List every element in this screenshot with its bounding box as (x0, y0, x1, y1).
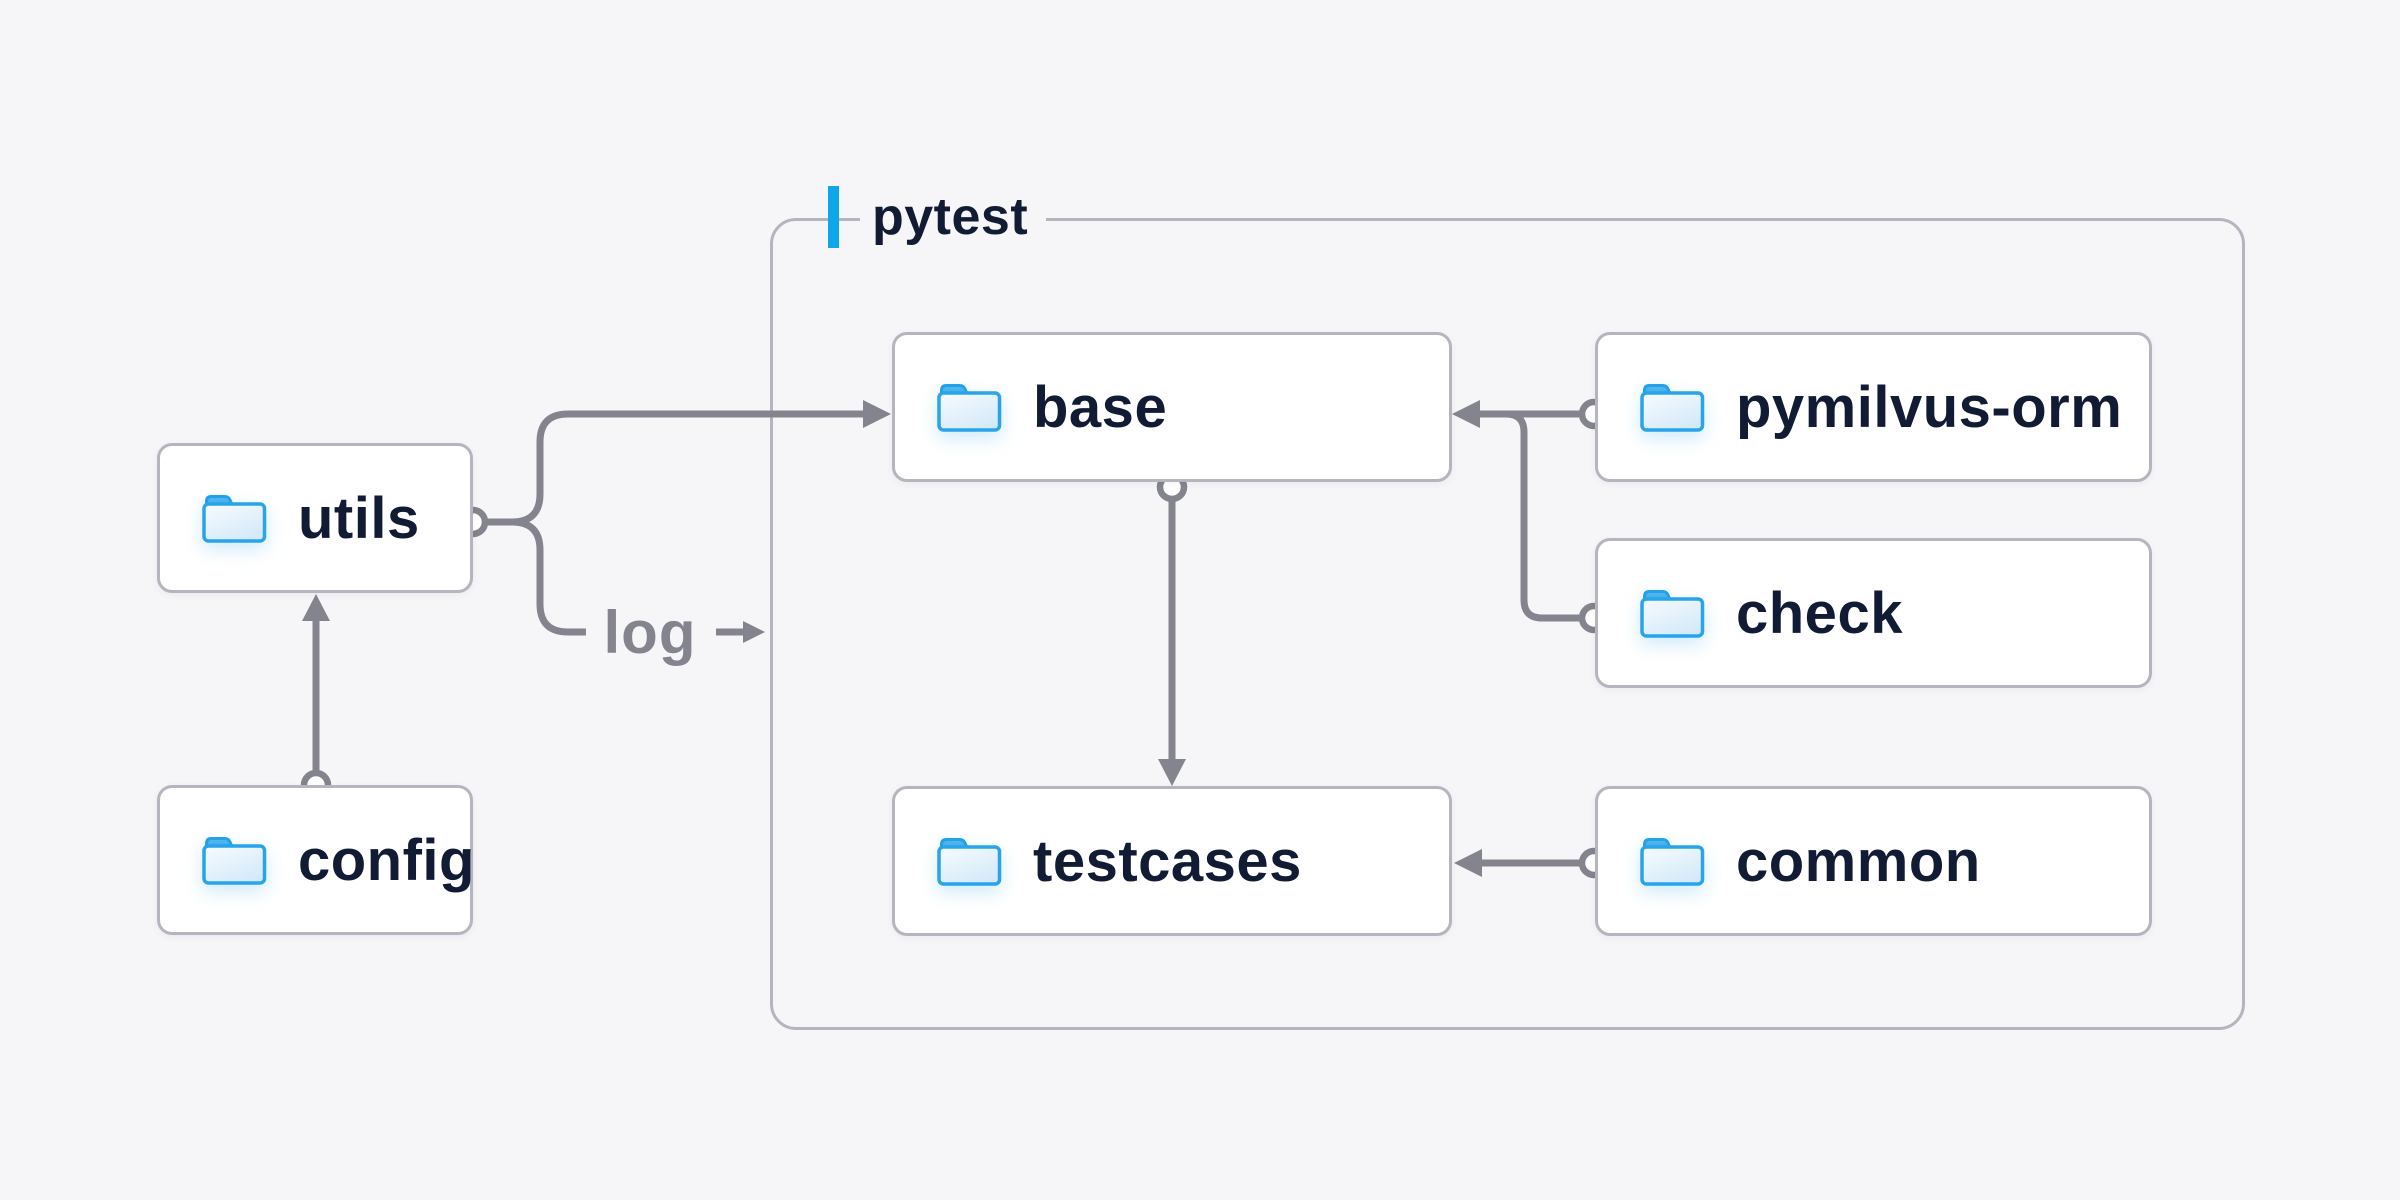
node-label: base (1033, 374, 1168, 440)
node-label: config (298, 827, 475, 893)
folder-icon (200, 491, 268, 545)
folder-icon (935, 380, 1003, 434)
node-testcases: testcases (892, 786, 1452, 936)
node-label: utils (298, 485, 420, 551)
node-check: check (1595, 538, 2152, 688)
edge-label-log: log (603, 598, 697, 666)
folder-icon (1638, 380, 1706, 434)
node-base: base (892, 332, 1452, 482)
folder-icon (935, 834, 1003, 888)
folder-icon (1638, 834, 1706, 888)
pytest-group-label: pytest (860, 186, 1047, 248)
node-config: config (157, 785, 475, 935)
edge-utils-log (487, 518, 586, 636)
node-pymilvus-orm: pymilvus-orm (1595, 332, 2152, 482)
node-label: check (1736, 580, 1903, 646)
arrowhead-log (743, 621, 765, 643)
pytest-accent-bar (828, 186, 839, 248)
node-label: testcases (1033, 828, 1302, 894)
folder-icon (200, 833, 268, 887)
node-label: pymilvus-orm (1736, 374, 2123, 440)
arrowhead-into-utils (302, 594, 330, 621)
node-utils: utils (157, 443, 473, 593)
pytest-group-frame (770, 218, 2245, 1030)
node-label: common (1736, 828, 1981, 894)
folder-icon (1638, 586, 1706, 640)
node-common: common (1595, 786, 2152, 936)
